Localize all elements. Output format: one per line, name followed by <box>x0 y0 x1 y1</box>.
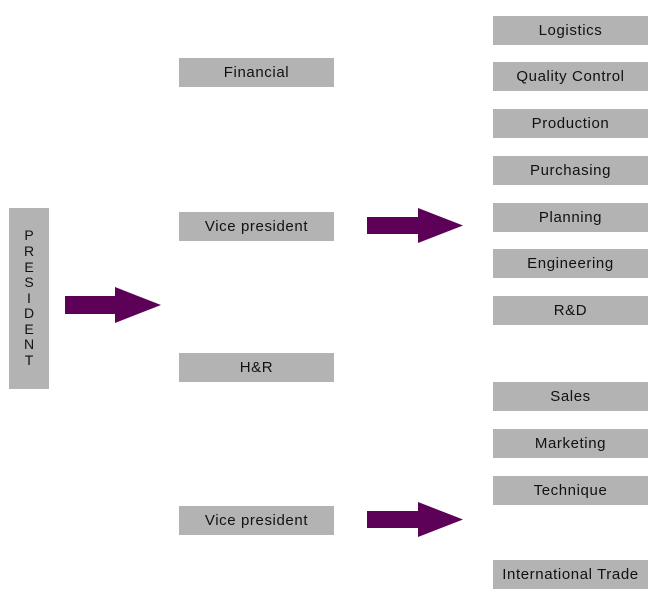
arrow-president-to-level2 <box>65 287 161 323</box>
vice-president-box-2: Vice president <box>179 506 334 535</box>
department-label: Sales <box>550 388 591 405</box>
arrow-shape <box>367 502 463 537</box>
department-box-rd: R&D <box>493 296 648 325</box>
president-letter: N <box>23 336 35 353</box>
hr-label: H&R <box>239 359 274 376</box>
department-label: Engineering <box>527 255 614 272</box>
vice-president-label: Vice president <box>204 218 309 235</box>
president-letter: D <box>23 305 35 322</box>
vice-president-box-1: Vice president <box>179 212 334 241</box>
department-box-marketing: Marketing <box>493 429 648 458</box>
department-box-purchasing: Purchasing <box>493 156 648 185</box>
president-letter: R <box>23 242 35 259</box>
vice-president-label: Vice president <box>204 512 309 529</box>
department-box-quality-control: Quality Control <box>493 62 648 91</box>
president-letter: T <box>24 352 34 369</box>
department-box-engineering: Engineering <box>493 249 648 278</box>
department-label: R&D <box>553 302 588 319</box>
president-letter: E <box>24 258 34 275</box>
department-box-technique: Technique <box>493 476 648 505</box>
financial-box: Financial <box>179 58 334 87</box>
department-box-planning: Planning <box>493 203 648 232</box>
hr-box: H&R <box>179 353 334 382</box>
department-label: Logistics <box>538 22 603 39</box>
financial-label: Financial <box>223 64 290 81</box>
department-box-production: Production <box>493 109 648 138</box>
arrow-shape <box>65 287 161 323</box>
president-letter: E <box>24 320 34 337</box>
president-letter: S <box>24 274 34 291</box>
department-label: Marketing <box>534 435 607 452</box>
department-label: Technique <box>533 482 608 499</box>
president-letter: P <box>24 227 34 244</box>
department-label: Purchasing <box>529 162 612 179</box>
arrow-shape <box>367 208 463 243</box>
department-box-sales: Sales <box>493 382 648 411</box>
department-label: Planning <box>538 209 603 226</box>
department-box-logistics: Logistics <box>493 16 648 45</box>
department-label: Production <box>531 115 610 132</box>
department-label: Quality Control <box>516 68 625 85</box>
department-label: International Trade <box>502 566 639 583</box>
arrow-vp1-to-departments <box>367 208 463 243</box>
arrow-vp2-to-departments <box>367 502 463 537</box>
president-letter: I <box>27 289 31 306</box>
department-box-international-trade: International Trade <box>493 560 648 589</box>
